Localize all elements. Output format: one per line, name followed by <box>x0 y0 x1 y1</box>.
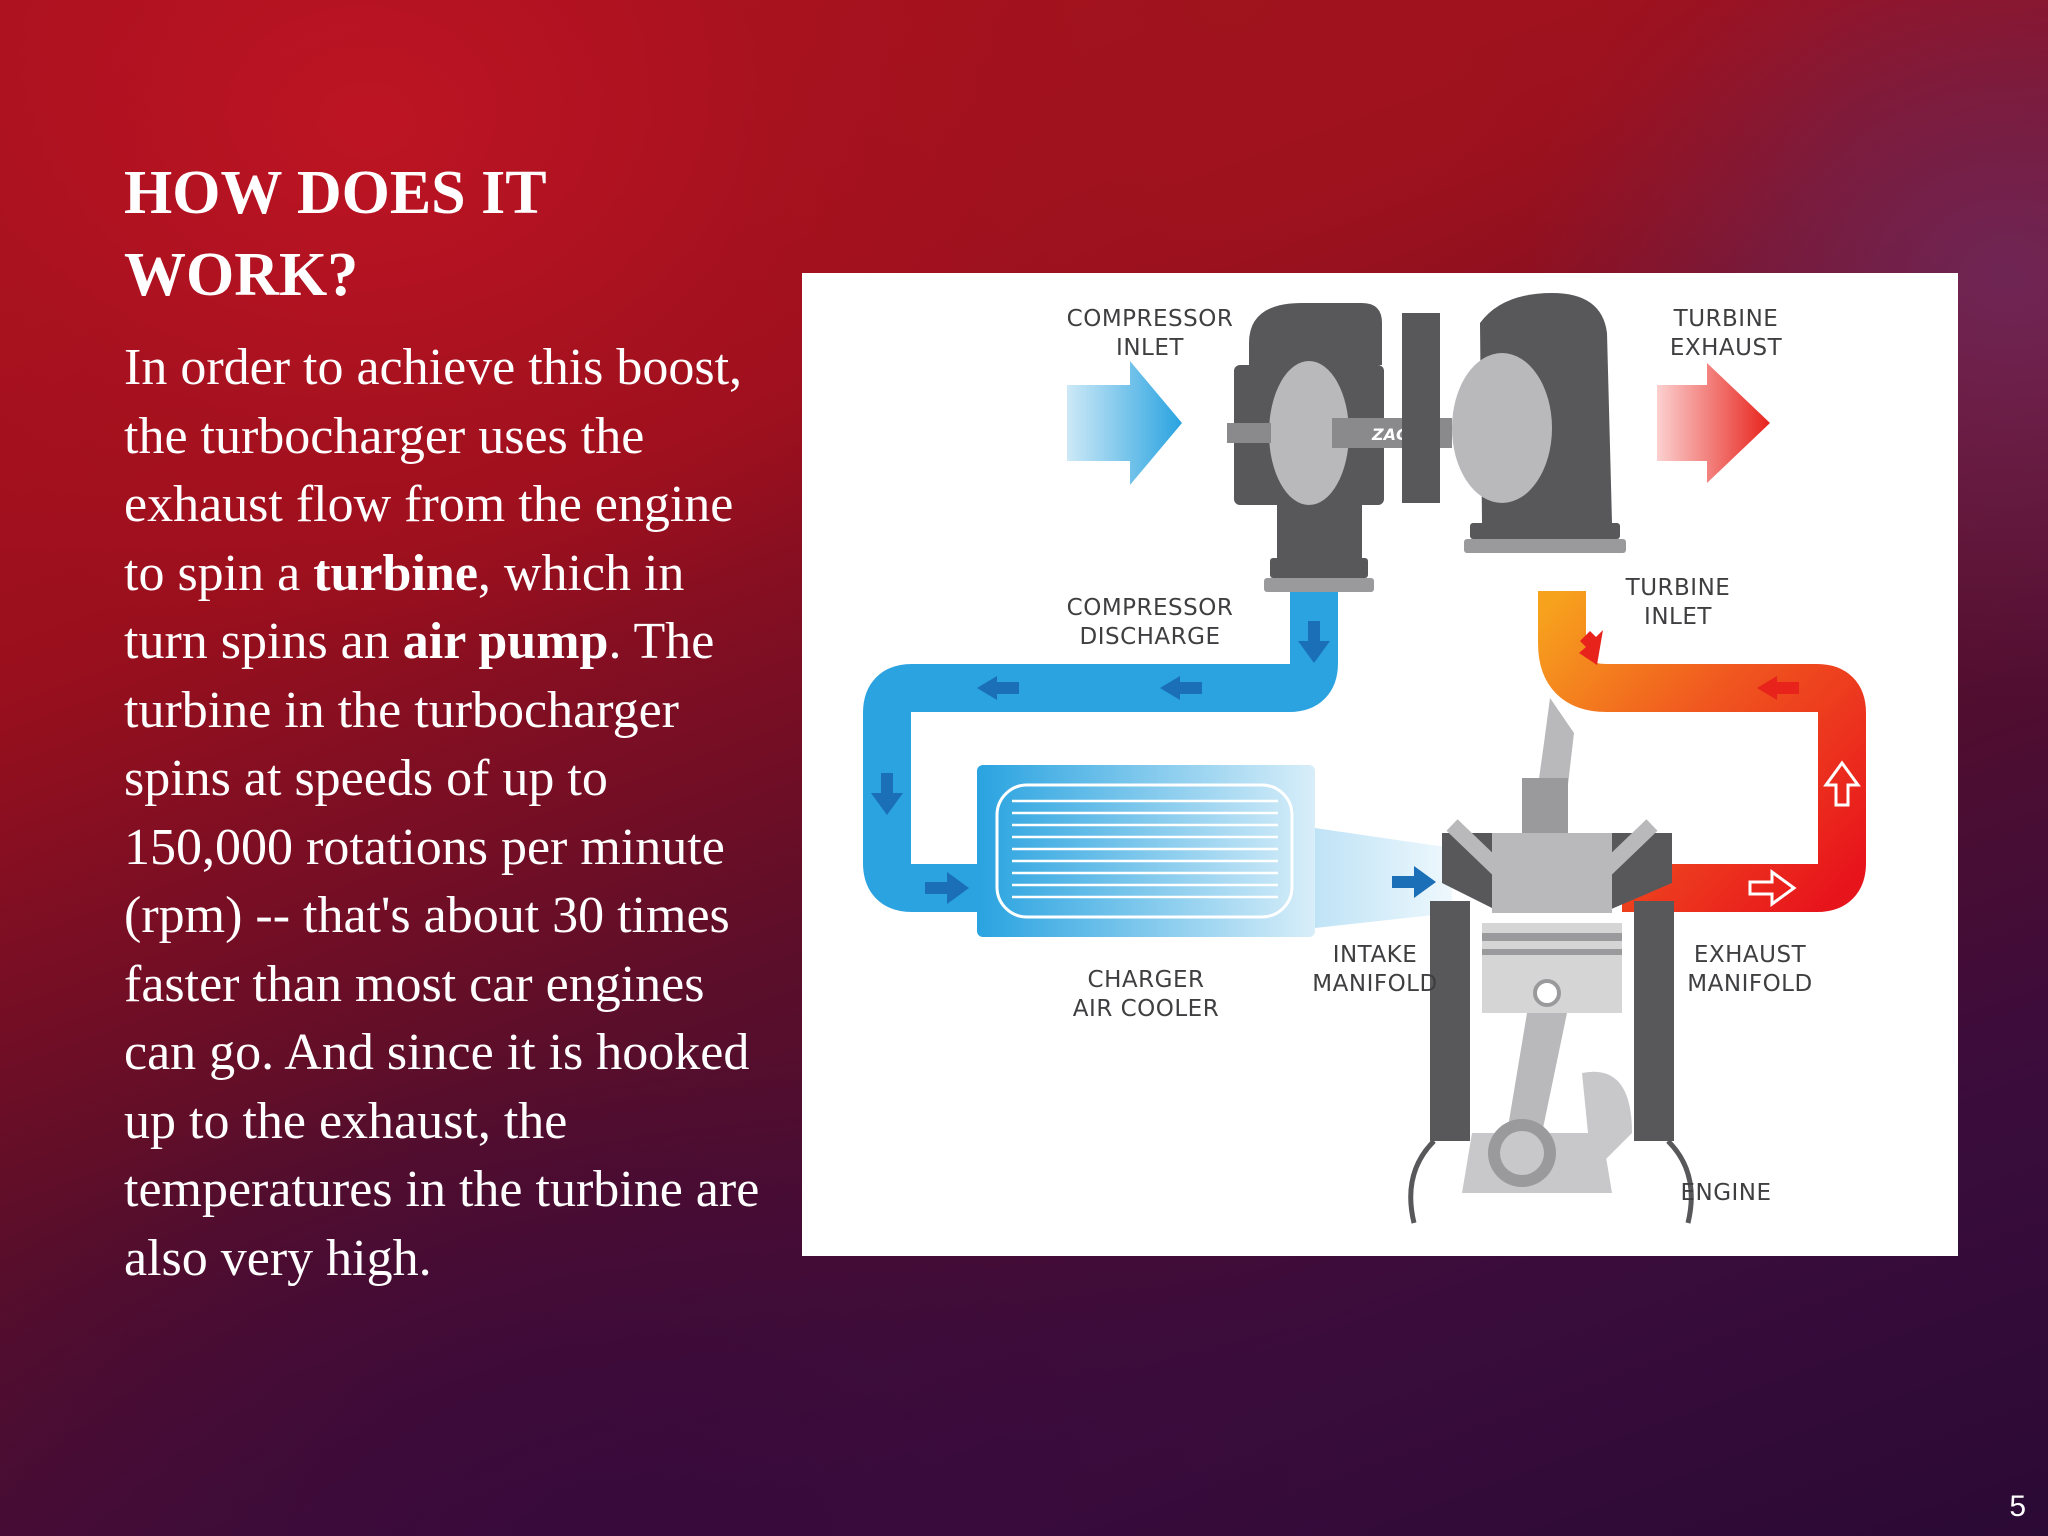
label-intake-manifold-line1: INTAKE <box>1333 942 1418 968</box>
label-turbine-exhaust-line2: EXHAUST <box>1670 335 1783 361</box>
body-text-part-2: , which in turn spins an <box>124 544 685 671</box>
label-turbine-exhaust-line1: TURBINE <box>1673 306 1779 332</box>
label-charger-air-cooler-line1: CHARGER <box>1088 967 1205 993</box>
turbine-exhaust-arrow <box>1657 363 1770 483</box>
cooler-core <box>995 783 1294 919</box>
turbocharger-diagram: ZAGE <box>802 273 1958 1256</box>
page-number: 5 <box>2009 1490 2026 1523</box>
label-exhaust-manifold-line1: EXHAUST <box>1694 942 1807 968</box>
charge-air-cooler <box>977 765 1315 937</box>
label-compressor-discharge-line2: DISCHARGE <box>1079 624 1220 650</box>
label-exhaust-manifold-line2: MANIFOLD <box>1687 971 1812 997</box>
body-text-bold-turbine: turbine <box>313 544 478 602</box>
body-text-bold-air-pump: air pump <box>402 613 609 670</box>
hot-exhaust-duct <box>1538 591 1866 912</box>
turbocharger: ZAGE <box>1227 293 1626 592</box>
label-turbine-inlet-line2: INLET <box>1644 604 1712 630</box>
label-engine: ENGINE <box>1680 1180 1771 1206</box>
cooler-fins <box>1012 799 1278 899</box>
label-charger-air-cooler-line2: AIR COOLER <box>1073 996 1219 1022</box>
slide-body-text: In order to achieve this boost, the turb… <box>124 334 764 1293</box>
engine <box>1408 698 1694 1224</box>
body-text-part-3: . The turbine in the turbocharger spins … <box>124 613 760 1287</box>
slide-title: HOW DOES IT WORK? <box>124 159 546 309</box>
label-compressor-inlet-line2: INLET <box>1116 335 1184 361</box>
label-turbine-inlet-line1: TURBINE <box>1625 575 1731 601</box>
hot-flow-arrows <box>1579 630 1861 907</box>
cold-flow-arrows <box>871 621 1436 904</box>
label-compressor-inlet-line1: COMPRESSOR <box>1067 306 1234 332</box>
turbocharger-diagram-svg: ZAGE <box>863 293 1866 1224</box>
label-compressor-discharge-line1: COMPRESSOR <box>1067 595 1234 621</box>
body-text-part-1: In order to achieve this boost, the turb… <box>124 339 743 602</box>
compressor-inlet-arrow <box>1067 361 1182 485</box>
cold-air-duct <box>863 591 1338 912</box>
intake-flow <box>1315 828 1452 928</box>
label-intake-manifold-line2: MANIFOLD <box>1312 971 1437 997</box>
